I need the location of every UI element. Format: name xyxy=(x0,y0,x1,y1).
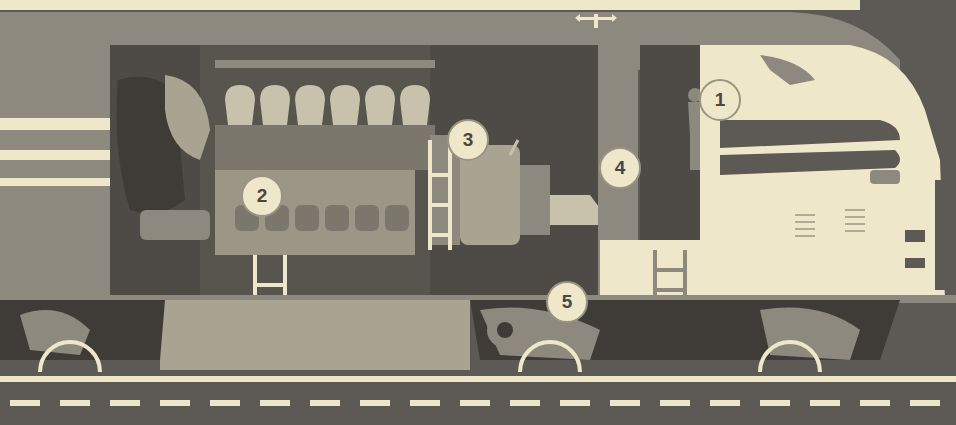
callout-circle: 1 xyxy=(699,79,741,121)
callout-circle: 2 xyxy=(241,175,283,217)
callout-circle: 4 xyxy=(599,147,641,189)
callout-number: 4 xyxy=(615,157,626,179)
callout-number: 1 xyxy=(715,89,726,111)
callout-circle: 5 xyxy=(546,281,588,323)
callout-number: 2 xyxy=(257,185,268,207)
callout-number: 3 xyxy=(463,129,474,151)
callout-circle: 3 xyxy=(447,119,489,161)
callout-number: 5 xyxy=(562,291,573,313)
